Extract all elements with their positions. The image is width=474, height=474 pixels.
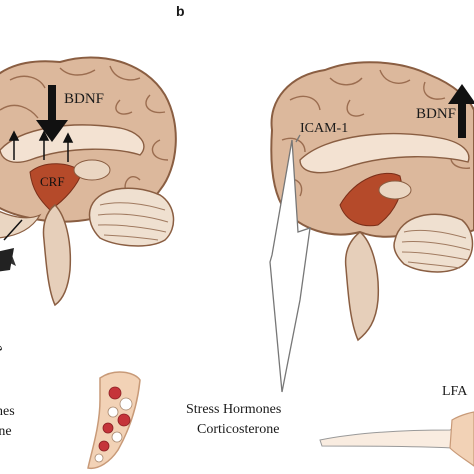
left-cerebellum <box>88 187 175 247</box>
right-brainstem <box>344 231 380 342</box>
left-brain <box>0 56 177 470</box>
icam-label: ICAM-1 <box>300 121 349 136</box>
bdnf-label-left: BDNF <box>64 91 105 107</box>
left-brainstem <box>42 204 72 307</box>
bdnf-down-arrow <box>36 85 68 142</box>
lfa-label: LFA <box>442 384 468 399</box>
right-cerebellum <box>393 213 474 273</box>
panel-letter-b: b <box>176 3 185 19</box>
bdnf-label-right: BDNF <box>416 106 457 122</box>
right-thalamus-light <box>378 180 412 200</box>
crf-label: CRF <box>40 174 65 189</box>
left-blood-cells <box>94 386 133 463</box>
left-gyri <box>0 65 169 196</box>
corticosterone-left: costerone <box>0 424 12 439</box>
right-callosum <box>299 132 470 174</box>
left-thalamus <box>73 159 111 181</box>
stress-hormones-left: ss Hormones <box>0 404 15 419</box>
stress-hormones-right: Stress Hormones <box>186 402 282 417</box>
response-arrow <box>0 219 23 272</box>
small-up-arrows <box>8 130 74 162</box>
left-crf-region <box>29 163 83 211</box>
bdnf-up-arrow <box>448 84 474 138</box>
icam-up-arrow <box>269 134 311 393</box>
left-blood-vessel <box>87 371 141 470</box>
left-lower-lobe <box>0 210 42 239</box>
corticosterone-right: Corticosterone <box>197 422 280 437</box>
right-blood-vessel <box>319 411 474 467</box>
right-brain <box>269 61 474 467</box>
